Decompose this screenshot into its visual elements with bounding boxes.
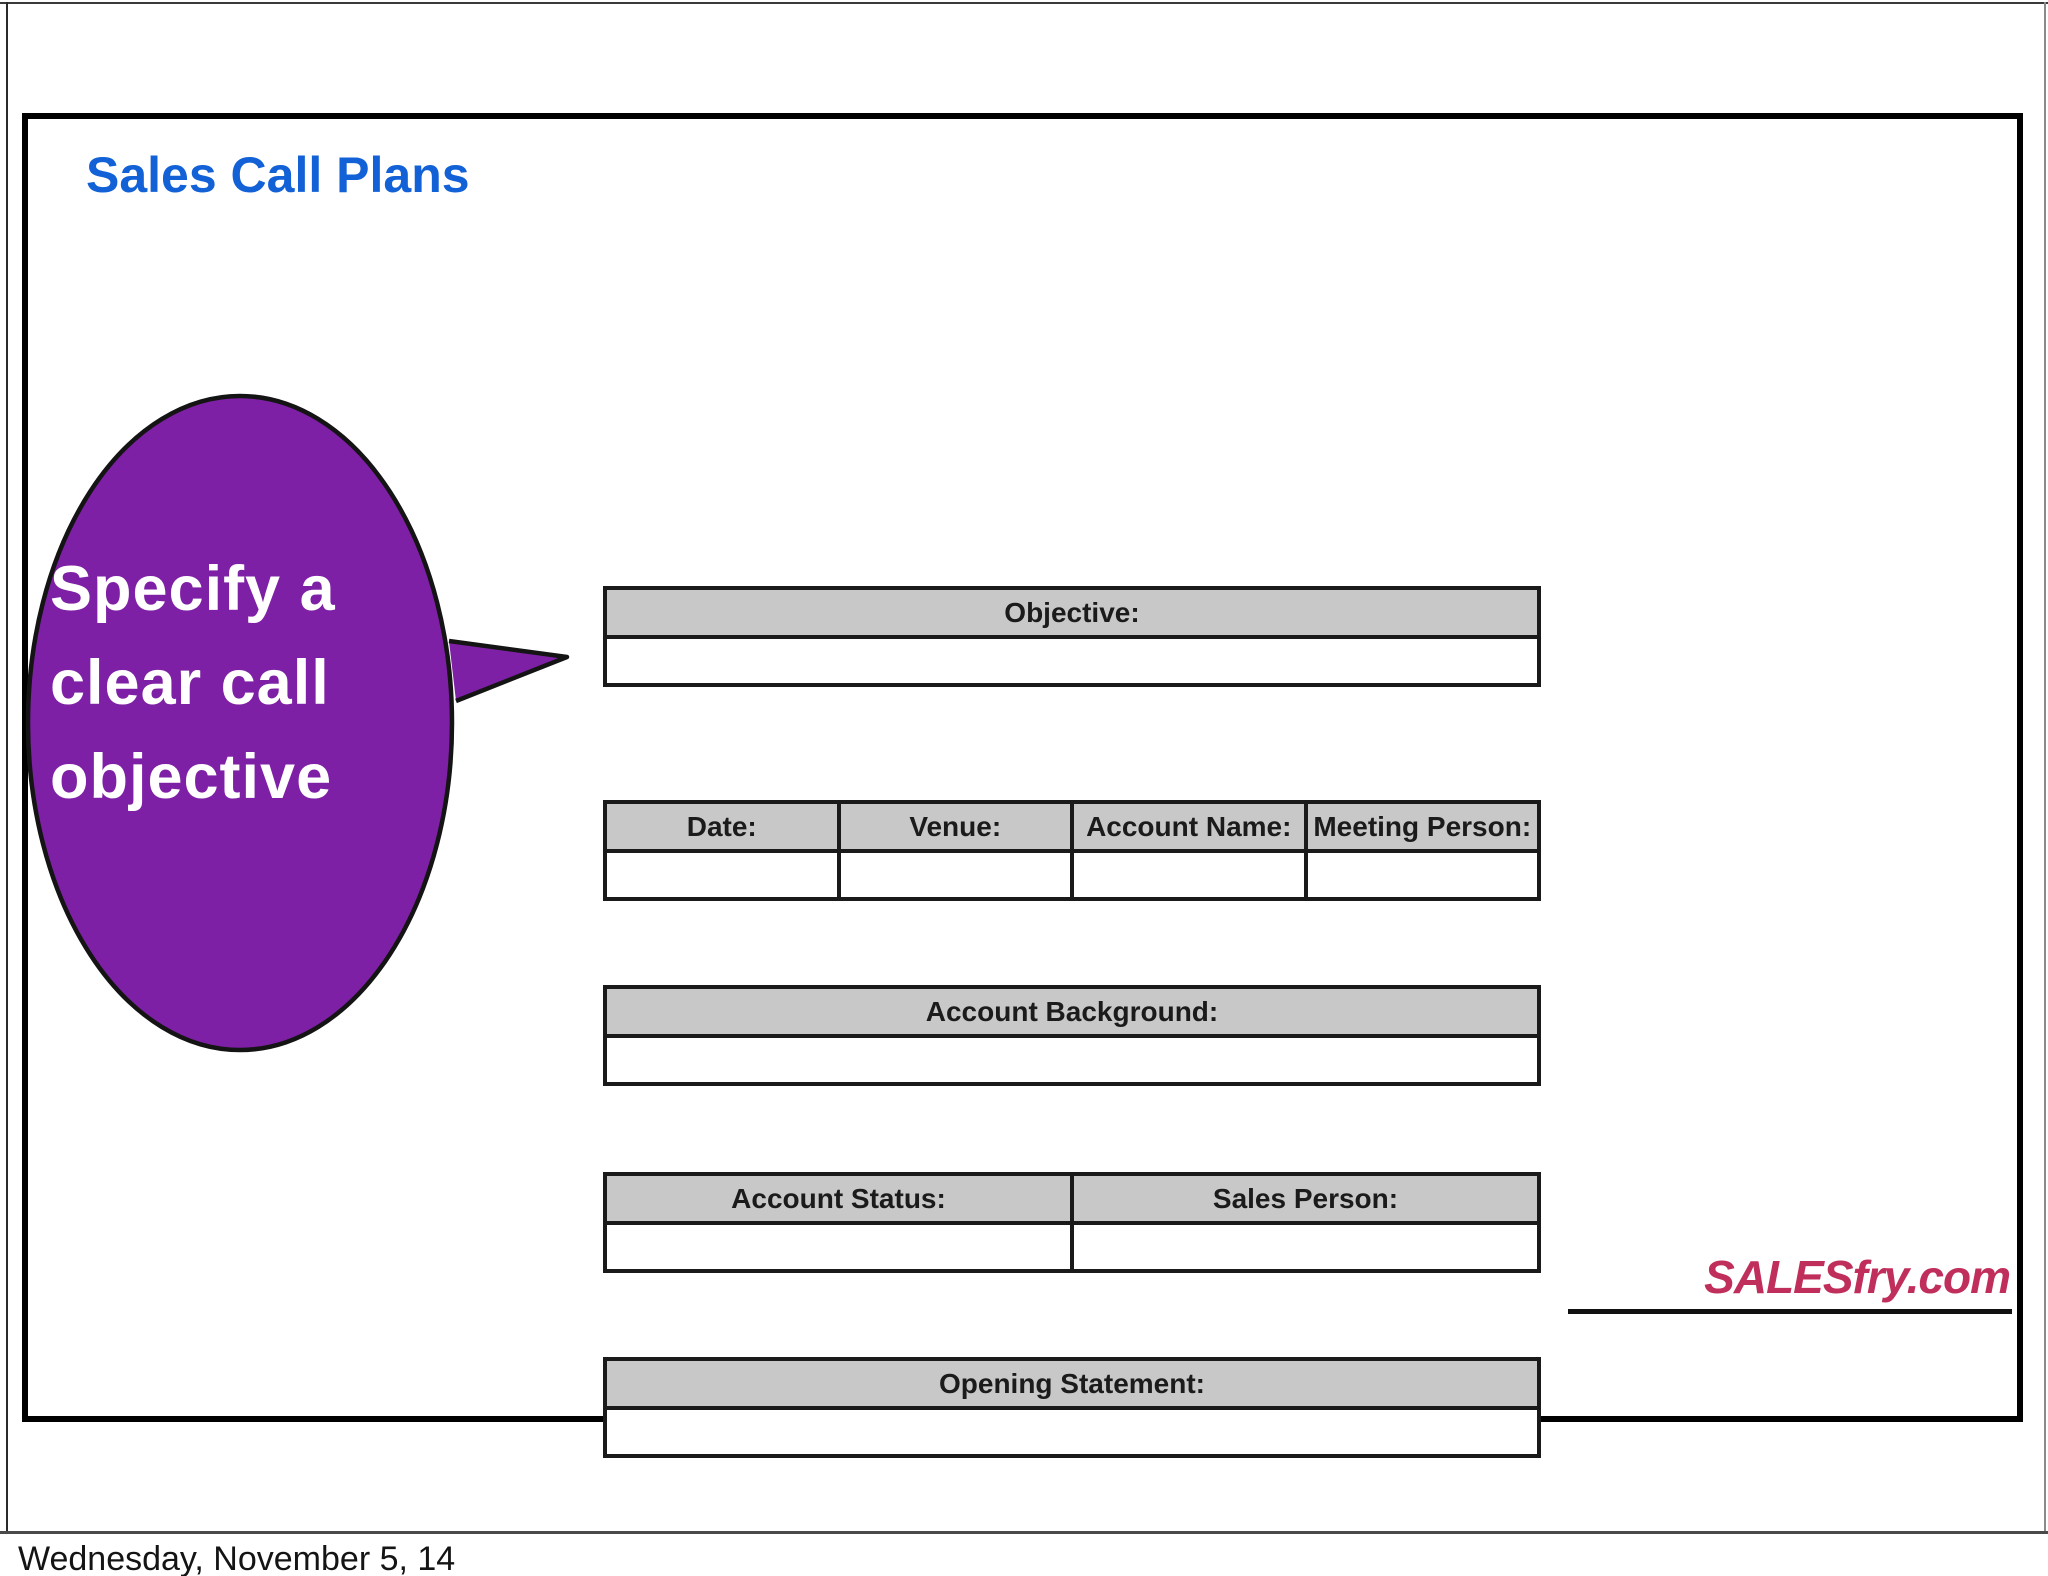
salesfry-logo: SALESfry.com <box>1704 1251 2011 1303</box>
account-name-header-cell: Account Name: <box>1074 804 1308 849</box>
page-title: Sales Call Plans <box>86 147 470 203</box>
date-empty-cell <box>607 853 841 897</box>
sales-person-header-cell: Sales Person: <box>1212 1182 1399 1214</box>
opening-statement-empty-cell <box>607 1410 1537 1454</box>
opening-statement-table: Opening Statement: <box>603 1357 1541 1458</box>
page-top-rule <box>0 2 2048 4</box>
page-left-rule <box>6 2 8 1533</box>
speech-bubble-line: clear call <box>50 648 330 718</box>
meeting-person-empty-cell <box>1308 853 1538 897</box>
speech-bubble-body <box>25 393 455 1053</box>
objective-body-row <box>607 639 1537 683</box>
date-header-cell: Date: <box>607 804 841 849</box>
objective-header-cell: Objective: <box>1004 596 1140 628</box>
sales-person-empty-cell <box>1074 1225 1537 1269</box>
account-background-header-cell: Account Background: <box>925 995 1219 1027</box>
footer-date: Wednesday, November 5, 14 <box>18 1540 456 1576</box>
meeting-person-header-cell: Meeting Person: <box>1313 810 1532 842</box>
salesfry-logo-underline <box>1568 1309 2012 1314</box>
speech-bubble-tail <box>448 638 570 704</box>
speech-bubble-line: Specify a <box>50 554 336 624</box>
speech-bubble-text: Specify a clear call objective <box>50 542 336 824</box>
venue-empty-cell <box>841 853 1074 897</box>
account-background-header-row: Account Background: <box>607 989 1537 1038</box>
meeting-details-body-row <box>607 853 1537 897</box>
account-background-body-row <box>607 1038 1537 1082</box>
objective-header-row: Objective: <box>607 590 1537 639</box>
venue-header-cell: Venue: <box>841 804 1074 849</box>
speech-bubble <box>25 393 570 1053</box>
speech-bubble-line: objective <box>50 742 333 812</box>
account-status-header-row: Account Status: Sales Person: <box>607 1176 1537 1225</box>
opening-statement-header-row: Opening Statement: <box>607 1361 1537 1410</box>
account-status-table: Account Status: Sales Person: <box>603 1172 1541 1273</box>
account-status-header-cell: Account Status: <box>607 1176 1074 1221</box>
account-background-table: Account Background: <box>603 985 1541 1086</box>
objective-empty-cell <box>607 639 1537 683</box>
account-name-empty-cell <box>1074 853 1308 897</box>
account-status-body-row <box>607 1225 1537 1269</box>
opening-statement-header-cell: Opening Statement: <box>938 1367 1205 1399</box>
meeting-details-header-row: Date: Venue: Account Name: Meeting Perso… <box>607 804 1537 853</box>
opening-statement-body-row <box>607 1410 1537 1454</box>
account-status-empty-cell <box>607 1225 1074 1269</box>
account-background-empty-cell <box>607 1038 1537 1082</box>
page-right-rule <box>2044 2 2046 1533</box>
objective-table: Objective: <box>603 586 1541 687</box>
meeting-details-table: Date: Venue: Account Name: Meeting Perso… <box>603 800 1541 901</box>
footer-divider <box>0 1531 2048 1534</box>
